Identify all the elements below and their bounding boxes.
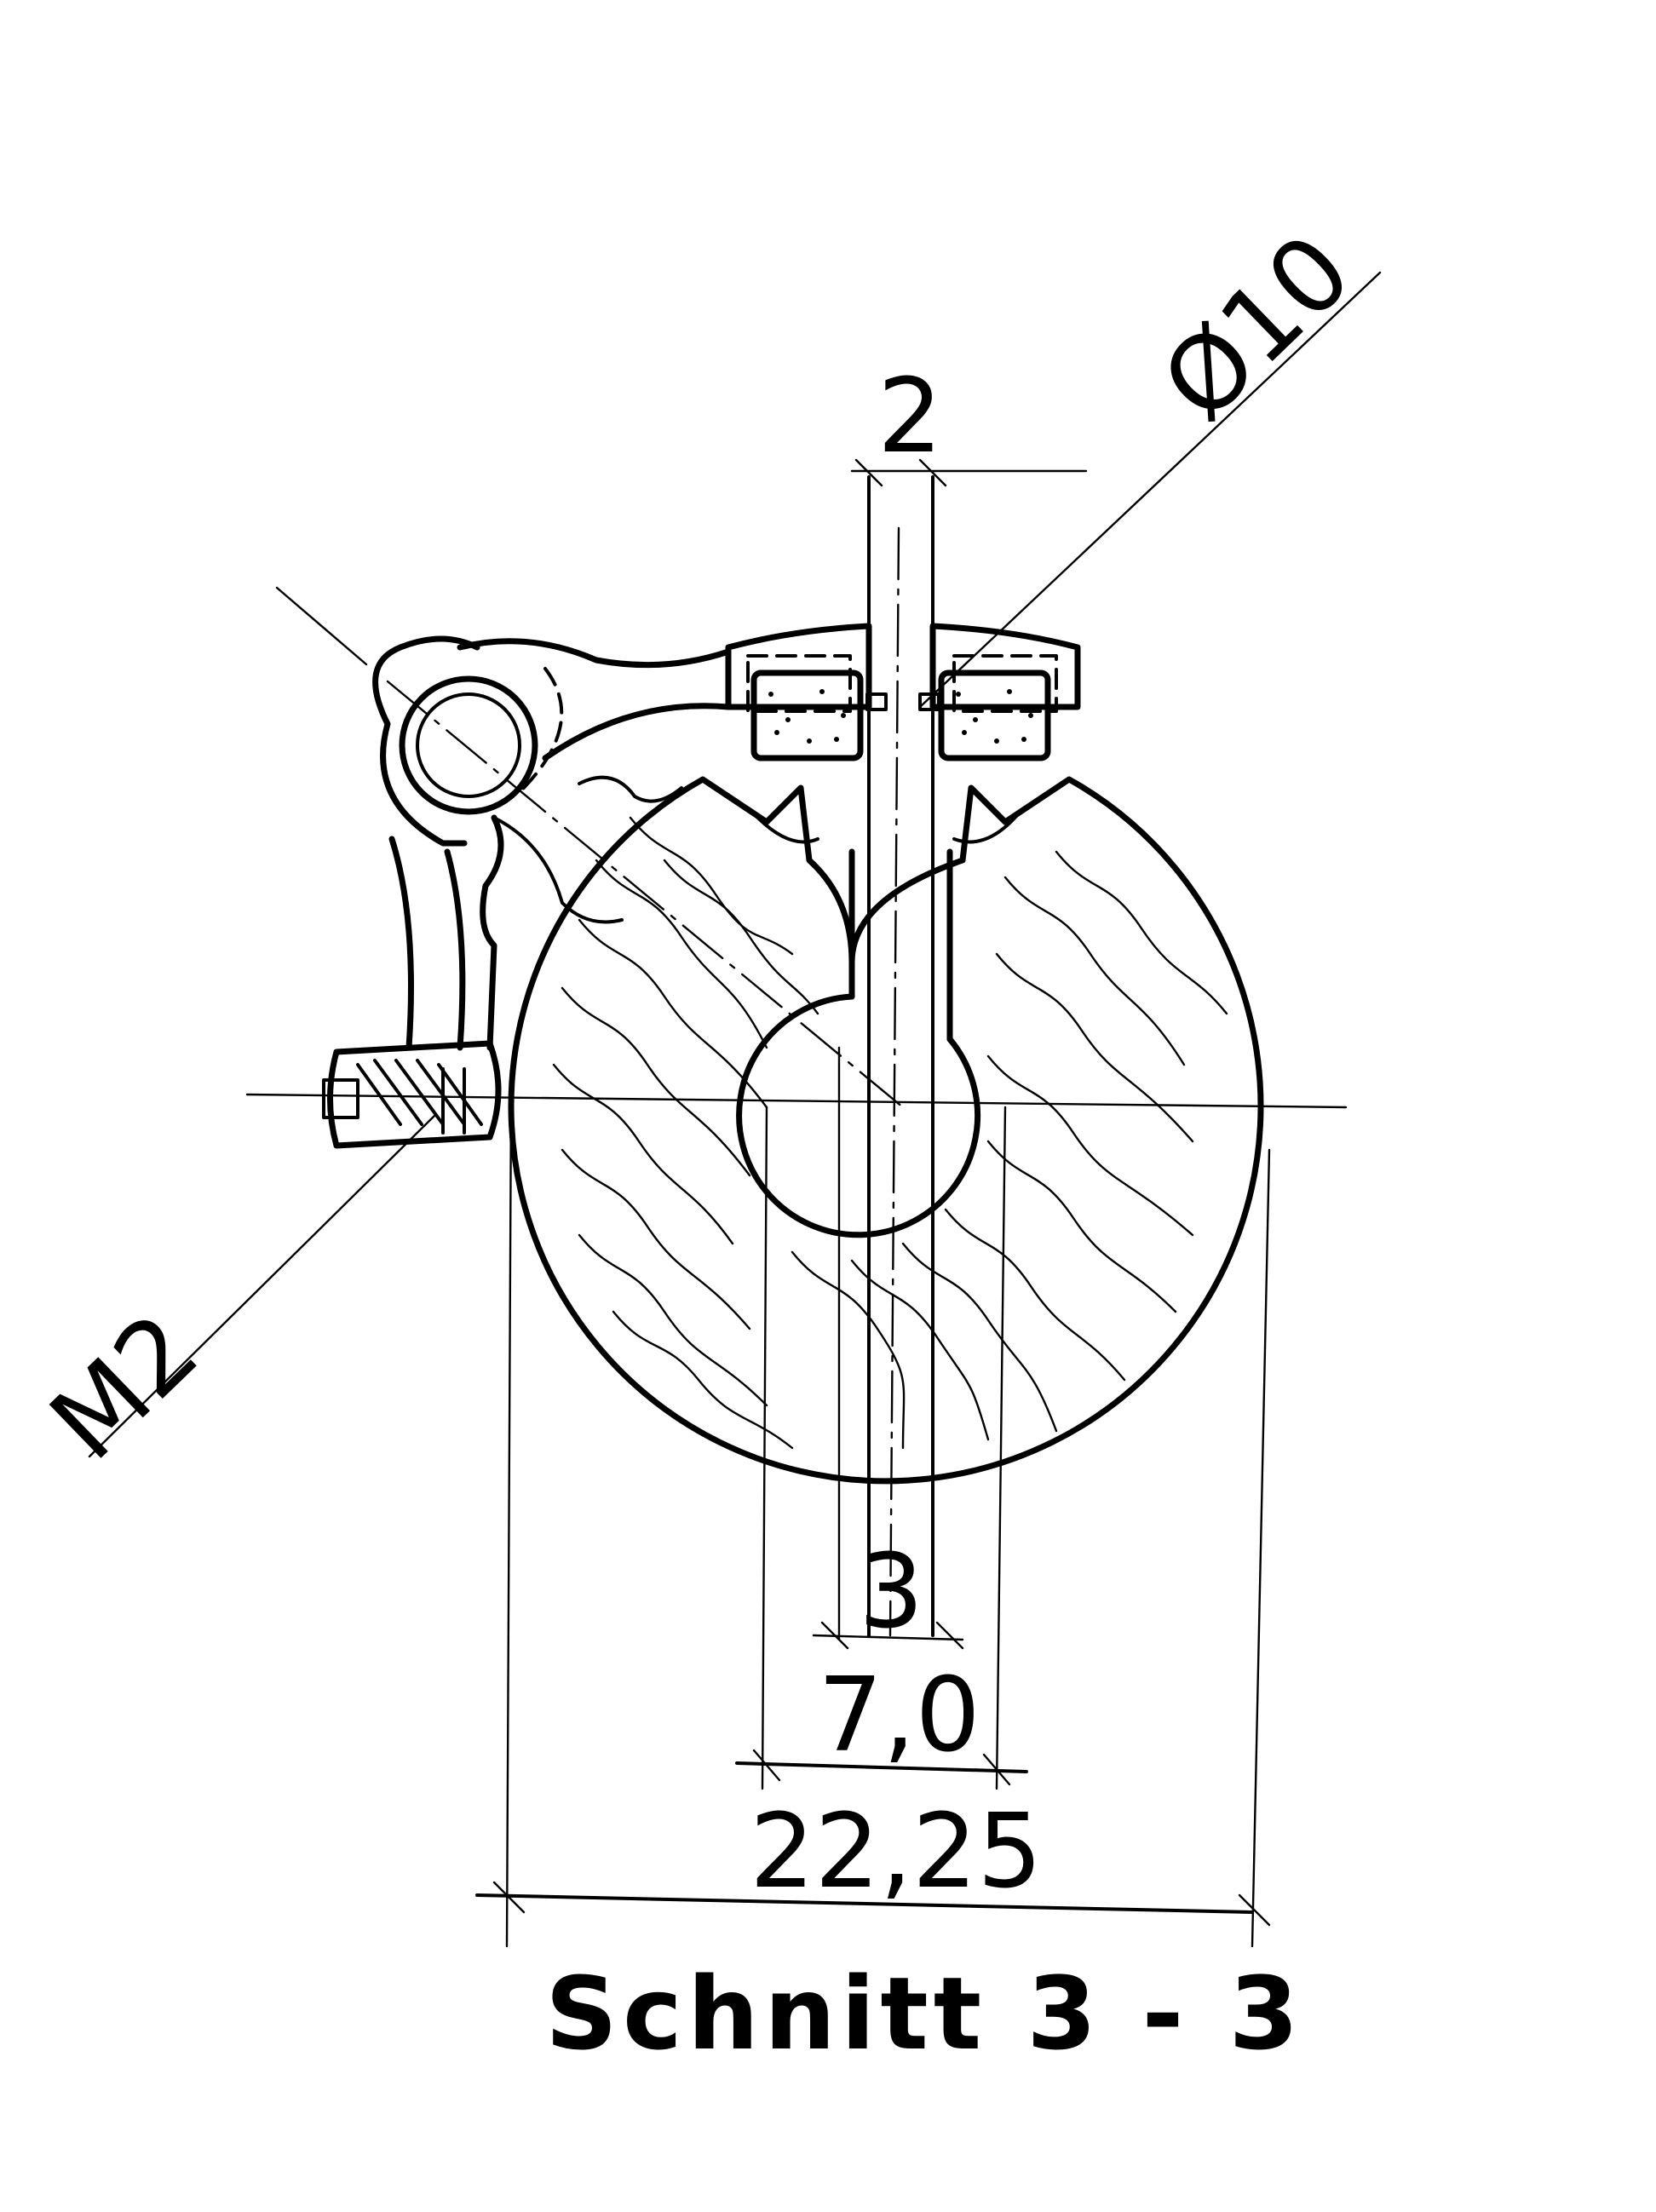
dim-bore: 7,0 <box>818 1657 980 1775</box>
screw-slot <box>322 1078 359 1119</box>
wheel-section <box>508 776 1264 1485</box>
eye-outer <box>399 675 538 815</box>
arm-wave <box>578 775 683 803</box>
brush-left <box>750 669 864 761</box>
limb-wavy <box>480 814 504 1051</box>
tab-right <box>918 692 940 711</box>
diagonal-m2-line <box>88 1114 436 1458</box>
diagonal-diameter-line <box>918 271 1382 709</box>
screw-thread-hatch <box>356 1059 483 1135</box>
center-lines <box>88 271 1382 1637</box>
diagonal-eye-line <box>386 680 905 1109</box>
break-line <box>492 816 624 924</box>
brush-holder <box>725 623 1081 761</box>
limb-outer <box>388 836 414 1051</box>
vertical-centerline <box>888 526 900 1637</box>
dimensions: 2 Ø10 M2 3 7,0 22,25 <box>29 212 1374 1948</box>
limb-inner <box>444 848 466 1051</box>
dim-thread: M2 <box>29 1291 221 1483</box>
arm-dashed-arc <box>518 667 564 794</box>
dim-slot-width: 2 <box>877 358 942 476</box>
brush-right <box>938 669 1051 761</box>
bore-outline <box>736 993 981 1238</box>
diagonal-left-line <box>275 586 368 666</box>
bracket-arm <box>372 635 732 1051</box>
dim-outer: 22,25 <box>750 1793 1043 1911</box>
notch-right <box>952 807 1024 844</box>
m2-screw <box>245 1040 1348 1149</box>
wheel-outline <box>508 776 1264 1485</box>
section-title: Schnitt 3 - 3 <box>545 1955 1304 2072</box>
dim-key-width: 3 <box>859 1533 923 1652</box>
screw-body <box>327 1040 502 1149</box>
notch-left <box>748 807 819 844</box>
eye-inner <box>416 692 521 798</box>
screw-centerline <box>245 1093 1348 1109</box>
wood-grain-hatching <box>552 816 1228 1450</box>
dim-diameter: Ø10 <box>1141 212 1374 444</box>
brush-dots <box>768 689 1033 744</box>
eye-body <box>372 635 480 847</box>
arm-lower <box>542 703 732 761</box>
cap-right-dashed <box>952 654 1058 713</box>
cap-right <box>929 623 1081 710</box>
cap-left-dashed <box>746 654 852 713</box>
arm-top <box>457 638 732 669</box>
